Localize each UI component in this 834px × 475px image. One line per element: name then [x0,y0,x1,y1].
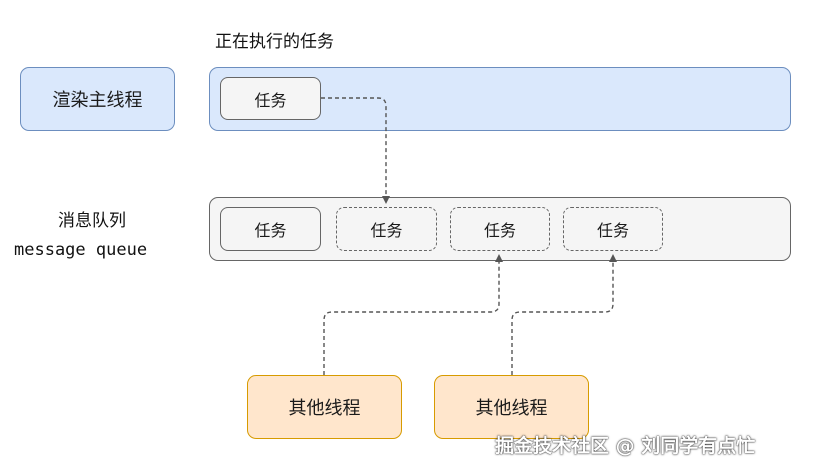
running-task-box: 任务 [220,77,321,120]
other-thread-2: 其他线程 [434,375,589,439]
running-task-label: 任务 [254,90,287,110]
other-thread-label: 其他线程 [475,398,548,419]
queue-task-1: 任务 [220,207,321,251]
other-thread-label: 其他线程 [288,398,361,419]
watermark: 掘金技术社区 @ 刘同学有点忙 [495,435,756,457]
running-task-title: 正在执行的任务 [215,32,334,52]
other-thread-1: 其他线程 [247,375,402,439]
arrow-running-to-queue [321,97,390,204]
queue-task-2: 任务 [336,207,437,251]
render-main-thread-label: 渲染主线程 [52,90,143,111]
queue-task-label: 任务 [483,221,516,240]
queue-task-label: 任务 [254,221,287,240]
queue-task-4: 任务 [563,207,663,251]
message-queue-label-cn: 消息队列 [58,211,126,231]
queue-task-label: 任务 [596,221,629,240]
message-queue-label-en: message queue [14,240,148,260]
arrow-thread2-to-queue [511,254,617,375]
queue-task-3: 任务 [450,207,550,251]
arrow-thread1-to-queue [323,254,503,375]
queue-task-label: 任务 [370,221,403,240]
render-main-thread-box: 渲染主线程 [20,67,175,131]
